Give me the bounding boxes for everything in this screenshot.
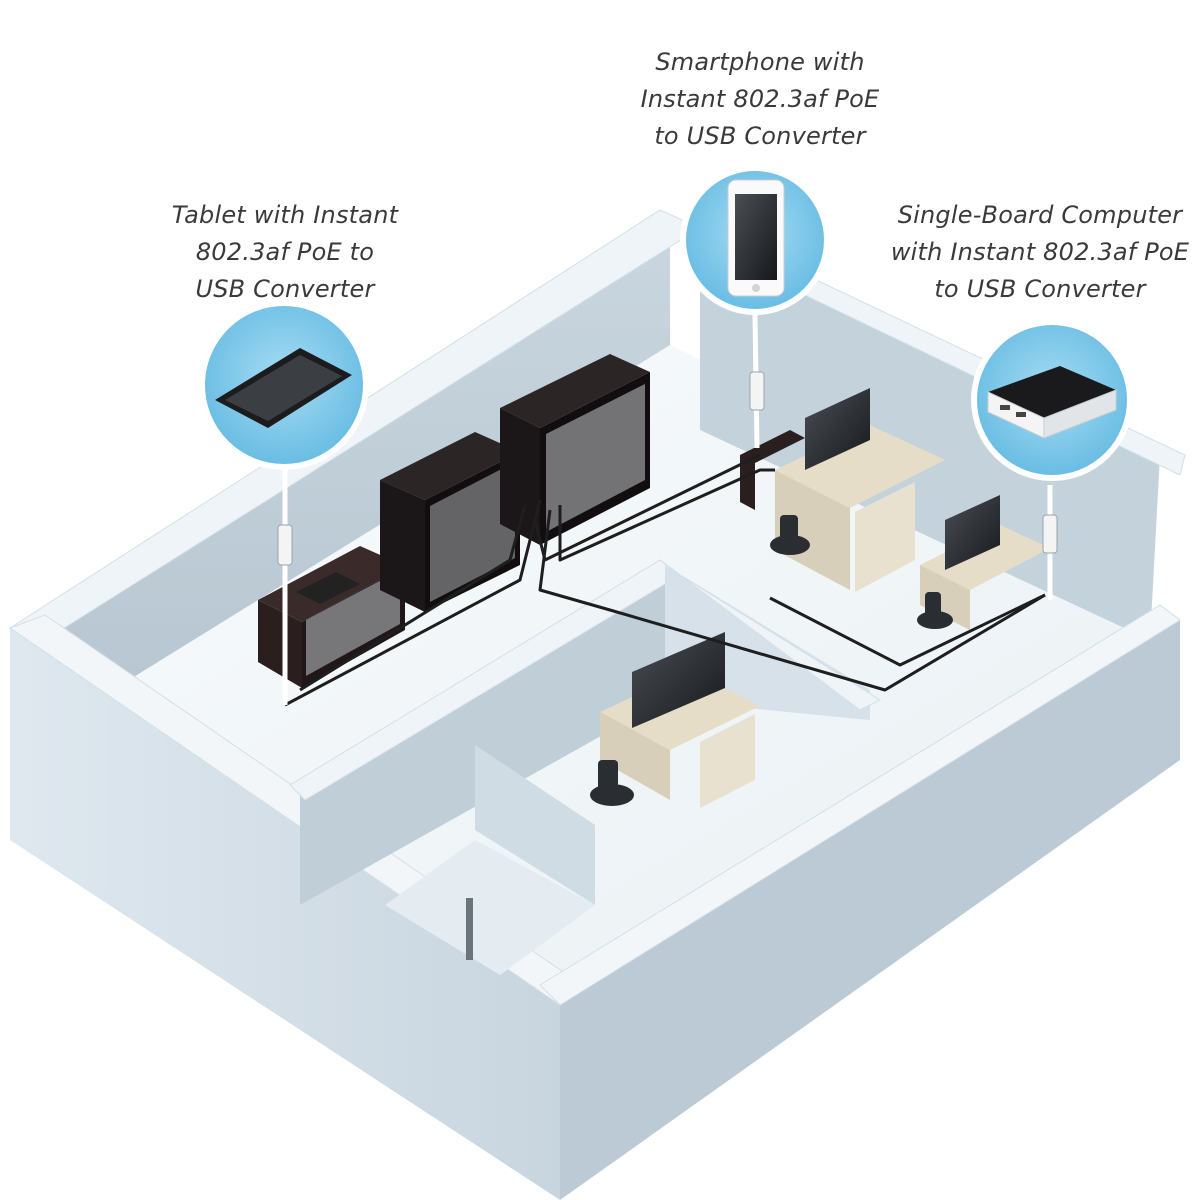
cabinet-2-top [500,354,650,428]
desk-a-front [775,470,850,590]
workstations [590,388,1050,808]
monitor-c [632,632,725,728]
side-cabinet-a [740,430,805,510]
tablet-on-credenza [296,572,360,604]
partition-wall-face [300,565,665,905]
cabinet-1-side [425,452,520,612]
desk-b-top [920,525,1050,590]
desk-a-top [775,425,945,508]
desk-a-pedestal [855,482,915,592]
small-room-wall-back [385,840,595,975]
front-right-wall-outer [560,620,1180,1200]
sbc-converter [1042,514,1058,554]
sbc-label-line-2: with Instant 802.3af PoE [890,238,1190,266]
monitor-b [945,495,1000,570]
smartphone-callout-label: Smartphone with Instant 802.3af PoE to U… [620,44,900,155]
sbc-label-line-3: to USB Converter [934,275,1146,303]
tablet-converter [277,524,293,566]
tablet-label-line-2: 802.3af PoE to [195,238,375,266]
credenza-front [258,600,302,688]
monitor-a [805,388,870,470]
tablet-label-line-3: USB Converter [195,275,375,303]
cabinet-1-bays [430,462,515,602]
sbc-callout [971,319,1133,481]
server-racks [258,354,650,688]
sbc-callout-label: Single-Board Computer with Instant 802.3… [880,197,1200,308]
network-cables [284,453,1046,707]
smartphone-callout [680,165,830,315]
desk-c-pedestal [700,714,755,808]
credenza-drawer-panel [306,570,400,676]
smartphone-icon [727,179,785,297]
cabinet-2-bays [546,384,645,532]
back-left-wall-inner [40,230,670,735]
tablet-icon [215,348,352,428]
tablet-label-line-1: Tablet with Instant [171,201,399,229]
front-right-wall-top [539,604,1181,1006]
poe-converter-modules [277,371,1058,566]
smartphone-label-line-1: Smartphone with [655,48,865,76]
office-chairs [590,515,953,806]
single-board-computer-icon [987,366,1117,439]
desk-c-front [600,712,670,800]
smartphone-label-line-3: to USB Converter [654,122,866,150]
sbc-label-line-1: Single-Board Computer [897,201,1183,229]
small-room-wall [475,745,595,905]
smartphone-label-line-2: Instant 802.3af PoE [640,85,880,113]
front-left-wall-outer [10,628,560,1200]
cabinet-1-top [380,432,520,500]
small-room-door [466,898,473,960]
tablet-callout [199,300,369,470]
desk-b-front [920,565,970,630]
tablet-callout-label: Tablet with Instant 802.3af PoE to USB C… [150,197,420,308]
cabinet-2-front [500,408,540,545]
phone-converter [749,371,765,411]
cabinet-1-front [380,480,425,612]
